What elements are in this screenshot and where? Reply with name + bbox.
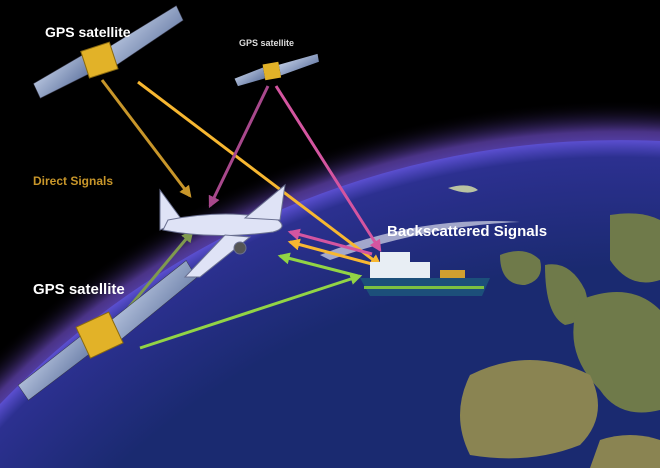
reflected-signal-sat2 [274,85,382,253]
gps-satellite-icon [33,5,184,99]
backscatter-yellow [287,238,373,266]
satellite-label: GPS satellite [239,38,295,48]
direct-signal-sat2 [208,85,270,209]
gps-satellite-icon [234,53,319,87]
direct-signals-label: Direct Signals [33,174,114,188]
iceland [448,185,478,193]
backscatter-pink [287,228,373,256]
ship-icon [360,252,490,296]
direct-signal-sat1 [100,79,192,198]
landmass-europe [460,213,660,468]
gps-satellite-icon [17,260,197,401]
reflected-signal-sat3 [139,273,363,350]
backscattered-signals-label: Backscattered Signals [387,223,548,240]
satellite-label: GPS satellite [45,24,131,40]
satellite-label: GPS satellite [33,281,125,298]
reflected-signal-sat1 [137,80,382,267]
airplane-icon [159,183,286,278]
backscatter-green [277,252,359,278]
